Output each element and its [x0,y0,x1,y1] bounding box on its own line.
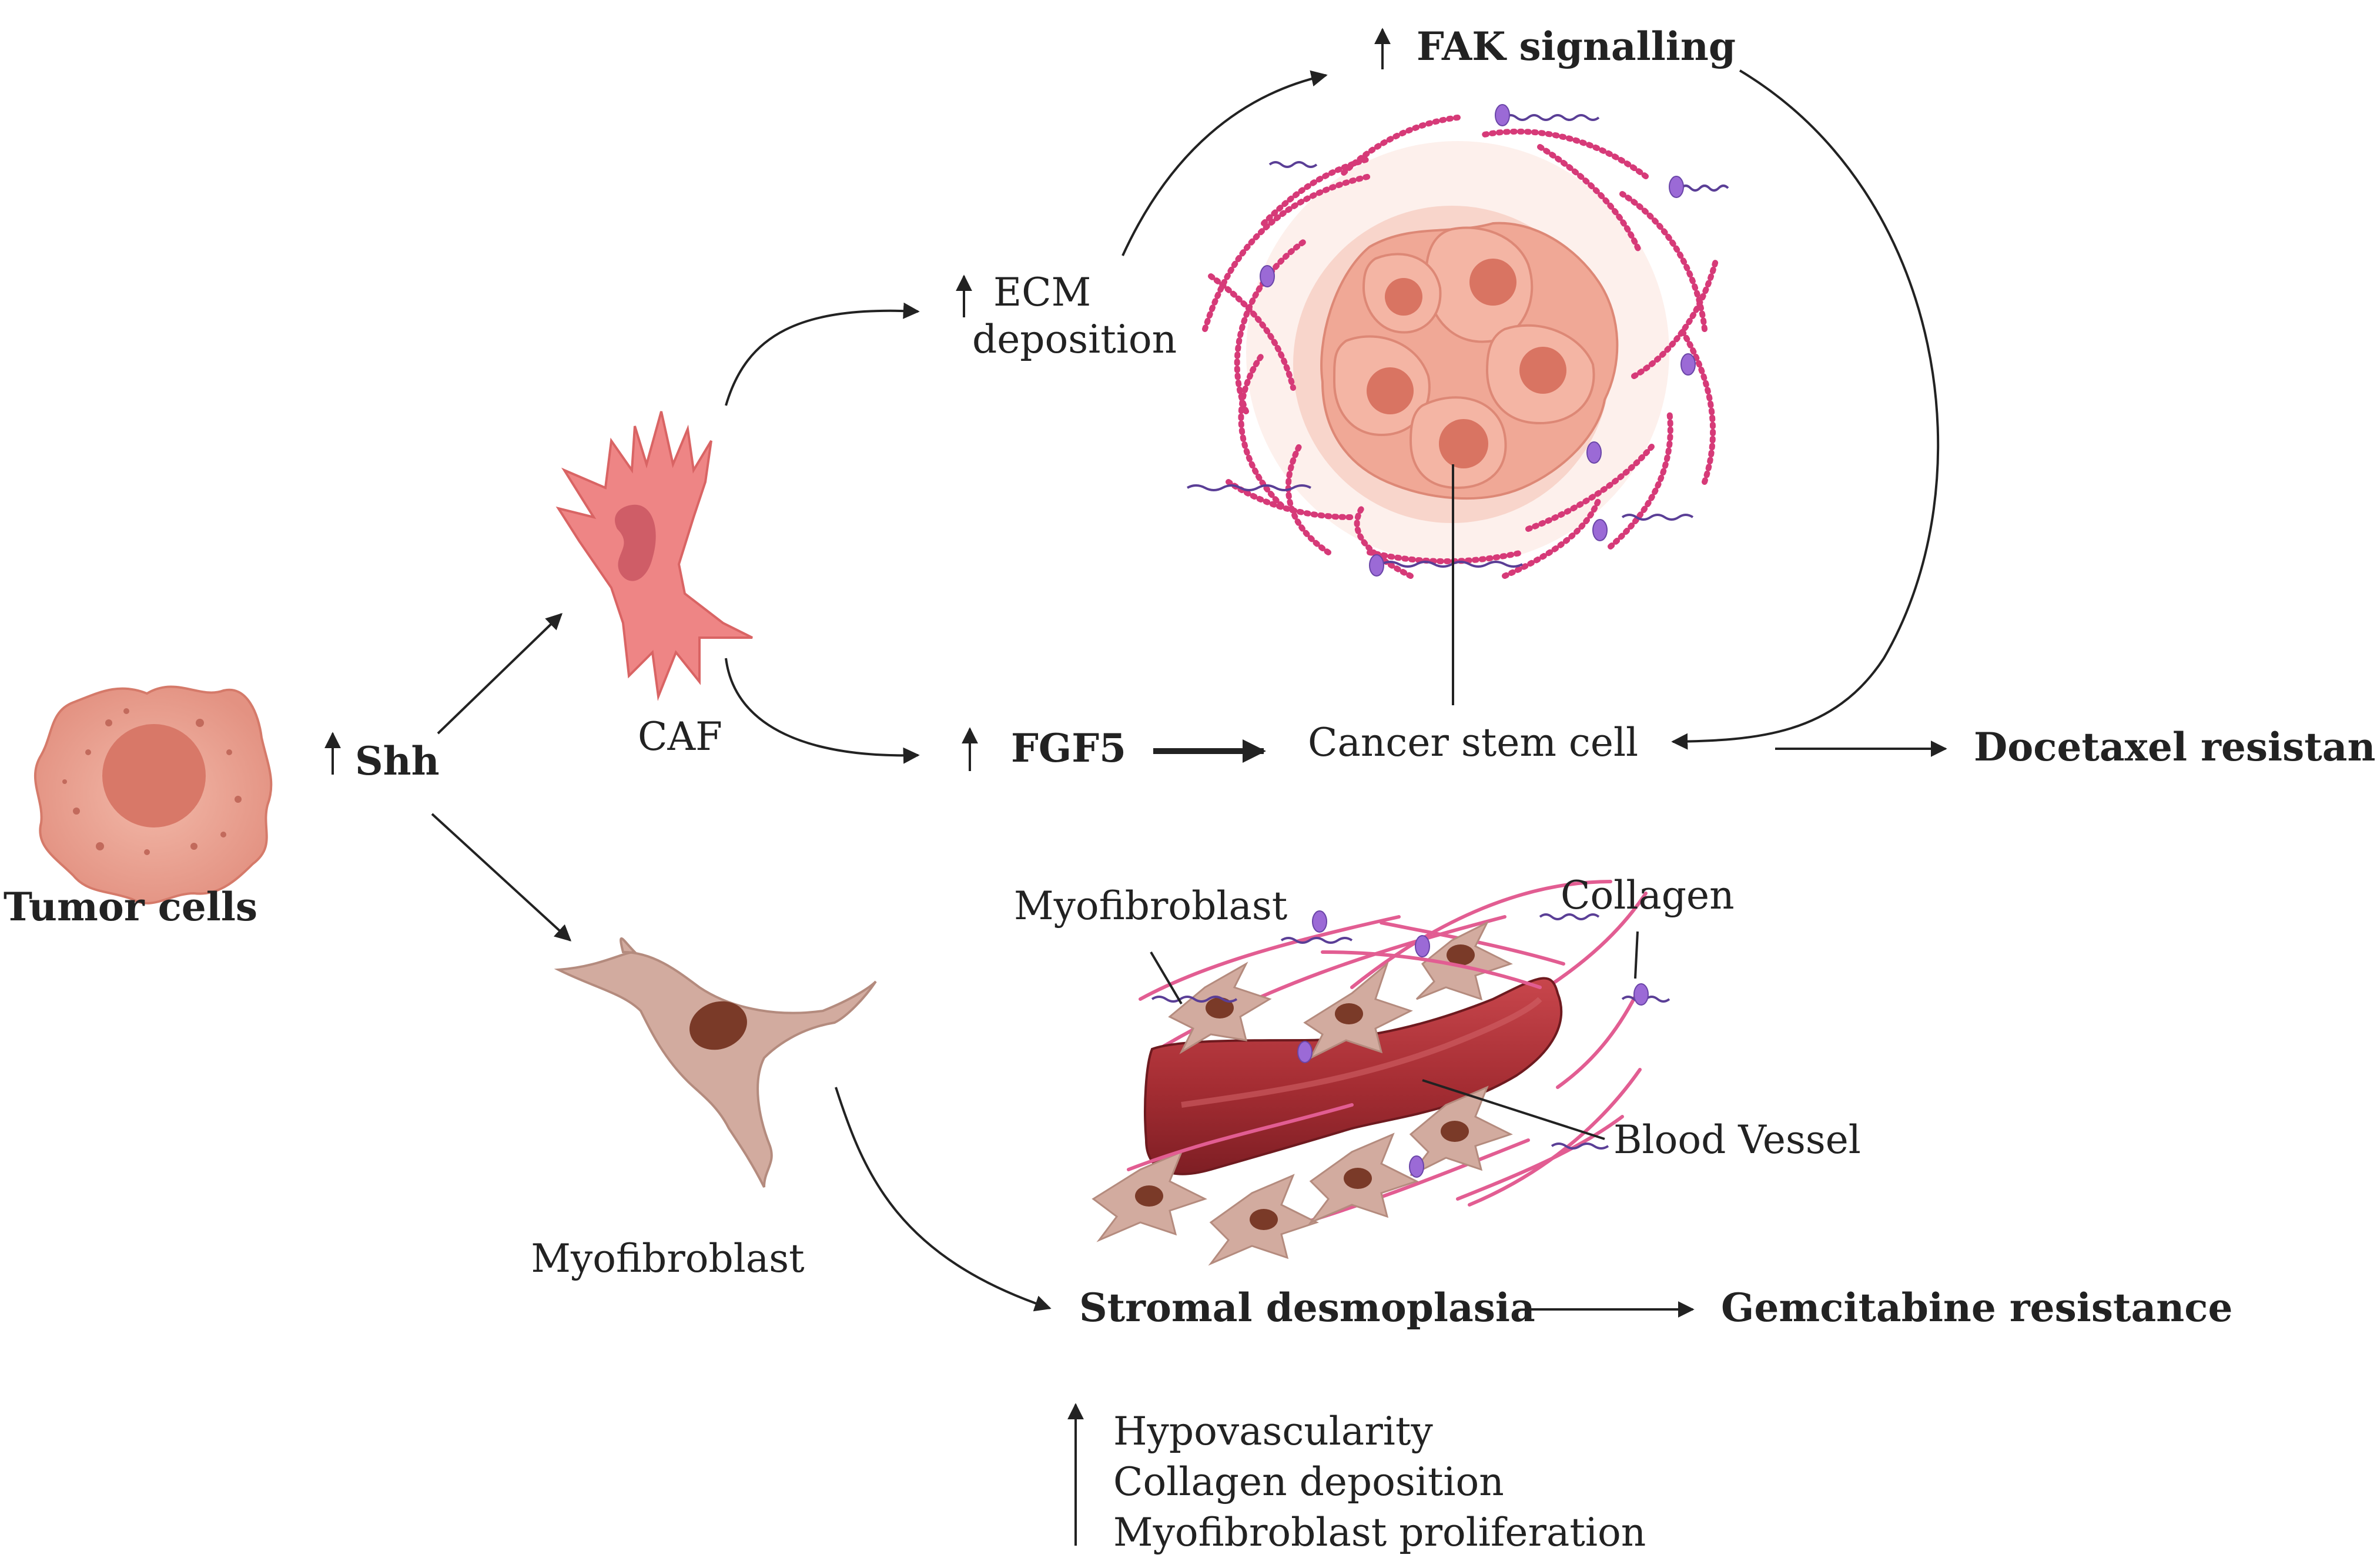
blood-vessel-pointer [1422,1079,1605,1140]
fak-label: FAK signalling [1417,24,1736,69]
fak-to-cancer-stem-cell-arrow [1671,69,1940,750]
factor-collagen-deposition: Collagen deposition [1113,1459,1504,1505]
ecm-label-line1: ECM [993,270,1091,315]
myofibroblast-right-label: Myofibroblast [1014,883,1287,929]
blood-vessel-label: Blood Vessel [1613,1117,1861,1162]
ecm-label-line2: deposition [972,317,1177,362]
caf-label: CAF [638,714,722,759]
myofibroblast-pointer [1150,951,1183,1005]
docetaxel-resistance-label: Docetaxel resistance [1974,724,2377,770]
caf-to-ecm-arrow [725,302,920,406]
ecm-to-fak-arrow [1121,70,1328,256]
myofibroblast-left-label: Myofibroblast [531,1236,804,1281]
caf-to-fgf5-arrow [725,658,920,764]
factor-hypovascularity: Hypovascularity [1113,1409,1433,1454]
tumor-cells-label: Tumor cells [4,884,257,930]
caf-cell-illustration [555,411,753,701]
shh-to-myofibroblast-arrow [431,813,572,942]
myofibroblast-cell-illustration [554,937,877,1188]
shh-to-caf-arrow [437,613,563,735]
myofibroblast-to-stromal-arrow [835,1087,1052,1312]
stromal-desmoplasia-label: Stromal desmoplasia [1079,1285,1535,1331]
factor-myofibroblast-proliferation: Myofibroblast proliferation [1113,1510,1646,1555]
ecm-tumor-cluster-illustration [1187,104,1729,579]
stroma-illustration [1092,880,1670,1266]
collagen-pointer [1634,931,1639,979]
fgf5-label: FGF5 [1011,725,1126,771]
cancer-stem-cell-label: Cancer stem cell [1308,720,1638,765]
collagen-label: Collagen [1561,873,1735,918]
shh-label: Shh [355,738,440,784]
gemcitabine-resistance-label: Gemcitabine resistance [1721,1285,2232,1331]
tumor-cell-illustration [34,685,273,904]
